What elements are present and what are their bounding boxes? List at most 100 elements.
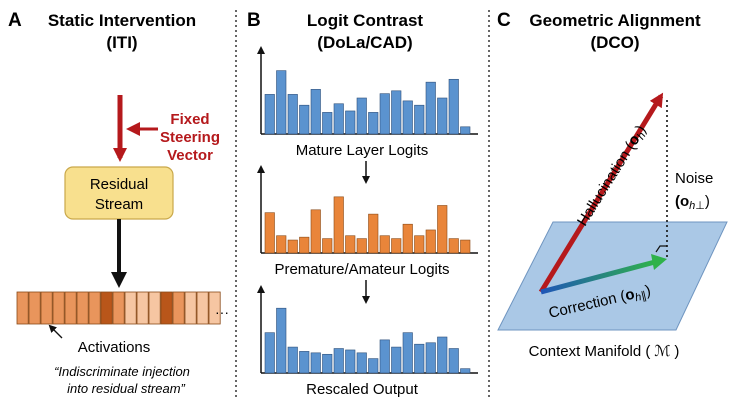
hist-bar: [310, 89, 321, 135]
panel-c-letter: C: [497, 10, 511, 31]
hist-bar: [356, 352, 367, 374]
hist-bar: [448, 78, 459, 135]
hist-bar: [414, 104, 425, 135]
noise-label: Noise: [675, 170, 713, 187]
activation-cell: [64, 291, 77, 325]
histogram-premature: [257, 165, 478, 254]
hist-bar: [345, 349, 356, 374]
hist-bar: [276, 307, 287, 374]
hist-bar: [437, 205, 448, 254]
hist-bar: [368, 112, 379, 135]
correction-arrowhead: [651, 254, 667, 270]
hallucination-label: Hallucination (oh): [574, 122, 651, 230]
activation-cell: [160, 291, 173, 325]
hist1-label: Mature Layer Logits: [296, 142, 429, 159]
panel-a: A Static Intervention (ITI) Fixed Steeri…: [8, 10, 229, 396]
hist-bar: [345, 235, 356, 254]
hist-bar: [391, 238, 402, 254]
quote-line2: into residual stream”: [67, 381, 185, 396]
panel-a-title-line1: Static Intervention: [48, 11, 196, 30]
hist-bar: [276, 70, 287, 135]
hist-bar: [264, 212, 275, 254]
hist-bar: [402, 100, 413, 135]
hist-bar: [379, 235, 390, 254]
hist-bar: [299, 236, 310, 254]
hist-bar: [460, 126, 471, 135]
hist-bar: [402, 223, 413, 254]
hist-bar: [299, 104, 310, 135]
box-line1: Residual: [90, 176, 148, 193]
hist-bar: [437, 336, 448, 374]
hist-bar: [414, 235, 425, 254]
panel-b: B Logit Contrast (DoLa/CAD) Mature Layer…: [247, 10, 478, 398]
hist-bar: [310, 352, 321, 374]
steer-line3: Vector: [167, 147, 213, 164]
panel-c-title-line2: (DCO): [590, 33, 639, 52]
hist-bar: [333, 348, 344, 374]
hist-bar: [356, 238, 367, 254]
hist-bar: [287, 239, 298, 254]
activation-cell: [76, 291, 89, 325]
activation-cell: [184, 291, 197, 325]
panel-b-letter: B: [247, 10, 261, 31]
activations-pointer: [48, 324, 63, 339]
activation-cell: [172, 291, 185, 325]
activation-cells: [16, 291, 221, 325]
hist-bar: [333, 103, 344, 135]
hist2-label: Premature/Amateur Logits: [274, 261, 449, 278]
hist-bar: [379, 339, 390, 374]
panel-a-letter: A: [8, 10, 22, 31]
right-angle-mark: [655, 245, 667, 253]
hist-bar: [391, 90, 402, 135]
activation-cell: [40, 291, 53, 325]
hist-bar: [425, 342, 436, 374]
hist-bar: [460, 368, 471, 374]
hist-bar: [322, 238, 333, 254]
box-line2: Stream: [95, 196, 143, 213]
activation-cell: [112, 291, 125, 325]
steer-line1: Fixed: [170, 111, 209, 128]
activation-cell: [52, 291, 65, 325]
hist-bar: [287, 94, 298, 135]
context-manifold-plane: [497, 221, 728, 331]
hist-bar: [264, 94, 275, 135]
activation-cell: [100, 291, 113, 325]
hist-bar: [391, 346, 402, 374]
histogram-mature: [257, 46, 478, 135]
activations-label: Activations: [78, 339, 151, 356]
panel-b-title-line2: (DoLa/CAD): [317, 33, 412, 52]
hist-bar: [276, 235, 287, 254]
panel-a-title-line2: (ITI): [106, 33, 137, 52]
hist-bar: [287, 346, 298, 374]
hist-bar: [448, 348, 459, 374]
hist-bar: [368, 358, 379, 374]
hist-bar: [264, 332, 275, 374]
hist-bar: [356, 97, 367, 135]
hist-bar: [322, 353, 333, 374]
hist-bar: [345, 110, 356, 135]
hist-bar: [310, 209, 321, 254]
manifold-label: Context Manifold (ℳ): [529, 343, 680, 360]
hist-bar: [448, 238, 459, 254]
panel-b-title-line1: Logit Contrast: [307, 11, 423, 30]
activation-cell: [148, 291, 161, 325]
hallucination-arrow: [538, 92, 664, 294]
hist-bar: [437, 97, 448, 135]
hist-bar: [425, 81, 436, 135]
hist-bar: [402, 332, 413, 374]
histogram-rescaled: [257, 285, 478, 374]
activation-cell: [208, 291, 221, 325]
panel-c-title-line1: Geometric Alignment: [529, 11, 701, 30]
activation-cell: [124, 291, 137, 325]
hist-bar: [333, 196, 344, 254]
hist-bar: [460, 239, 471, 254]
hist-bar: [379, 93, 390, 135]
hist3-label: Rescaled Output: [306, 381, 419, 398]
hist-bar: [368, 213, 379, 254]
hist-bar: [414, 343, 425, 374]
hist-bar: [322, 112, 333, 135]
hist-bar: [425, 229, 436, 254]
activation-cell: [196, 291, 209, 325]
